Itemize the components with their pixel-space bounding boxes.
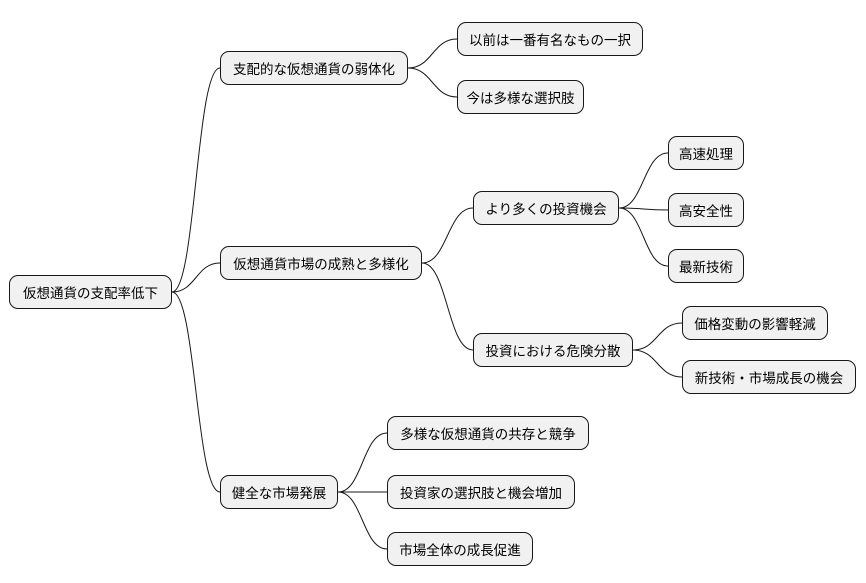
- leaf-node-latest-technology: 最新技術: [668, 249, 744, 283]
- root-node: 仮想通貨の支配率低下: [9, 275, 172, 309]
- leaf-node-investor-choices: 投資家の選択肢と機会増加: [387, 475, 575, 509]
- connector-line: [421, 207, 474, 264]
- leaf-node-price-volatility-reduction: 価格変動の影響軽減: [682, 306, 828, 340]
- connector-line: [407, 67, 458, 98]
- leaf-node-high-security: 高安全性: [668, 193, 744, 227]
- branch-node-healthy-development: 健全な市場発展: [220, 475, 338, 509]
- connector-line: [337, 432, 388, 493]
- connector-line: [632, 349, 683, 378]
- sub-branch-node-risk-diversification: 投資における危険分散: [473, 333, 633, 367]
- connector-line: [171, 262, 221, 293]
- connector-line: [171, 67, 221, 293]
- leaf-node-coexistence-competition: 多様な仮想通貨の共存と競争: [387, 416, 589, 450]
- leaf-node-new-tech-growth-opportunity: 新技術・市場成長の機会: [682, 360, 856, 394]
- connector-line: [632, 322, 683, 351]
- connector-line: [171, 291, 221, 493]
- connector-line: [618, 207, 669, 267]
- leaf-node-overall-growth: 市場全体の成長促進: [387, 532, 533, 566]
- sub-branch-node-investment-opportunities: より多くの投資機会: [473, 191, 619, 225]
- leaf-node-fast-processing: 高速処理: [668, 136, 744, 170]
- connector-line: [421, 262, 474, 351]
- leaf-node-diverse-options: 今は多様な選択肢: [457, 80, 584, 114]
- connector-line: [618, 152, 669, 209]
- branch-node-market-maturity: 仮想通貨市場の成熟と多様化: [220, 246, 422, 280]
- connector-line: [618, 207, 669, 211]
- branch-node-dominant-weakening: 支配的な仮想通貨の弱体化: [220, 51, 408, 85]
- connector-line: [407, 38, 458, 69]
- connector-line: [337, 491, 388, 550]
- leaf-node-previous-single-choice: 以前は一番有名なもの一択: [457, 22, 643, 56]
